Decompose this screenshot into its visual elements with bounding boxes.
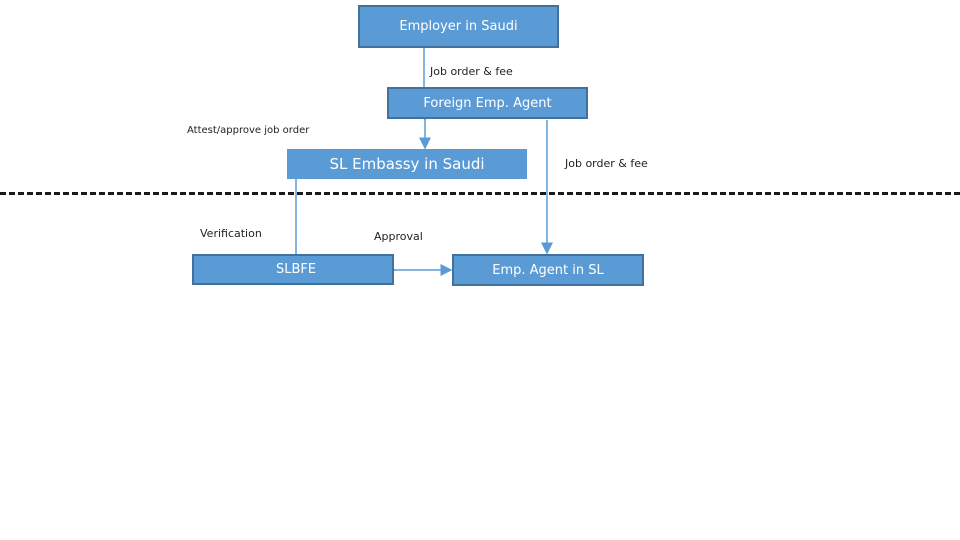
node-embassy-label: SL Embassy in Saudi xyxy=(329,155,485,173)
label-verification: Verification xyxy=(200,227,262,240)
country-divider xyxy=(0,192,960,195)
label-job-order-fee-right: Job order & fee xyxy=(565,157,648,170)
label-attest: Attest/approve job order xyxy=(187,125,310,136)
label-approval: Approval xyxy=(374,230,423,243)
label-job-order-fee-top: Job order & fee xyxy=(430,65,513,78)
node-slbfe[interactable]: SLBFE xyxy=(192,254,394,285)
node-foreign-agent-label: Foreign Emp. Agent xyxy=(423,95,552,111)
node-employer[interactable]: Employer in Saudi xyxy=(358,5,559,48)
node-sl-agent-label: Emp. Agent in SL xyxy=(492,262,604,278)
node-embassy[interactable]: SL Embassy in Saudi xyxy=(287,149,527,179)
node-sl-agent[interactable]: Emp. Agent in SL xyxy=(452,254,644,286)
node-foreign-agent[interactable]: Foreign Emp. Agent xyxy=(387,87,588,119)
node-employer-label: Employer in Saudi xyxy=(399,19,518,34)
node-slbfe-label: SLBFE xyxy=(276,262,317,277)
